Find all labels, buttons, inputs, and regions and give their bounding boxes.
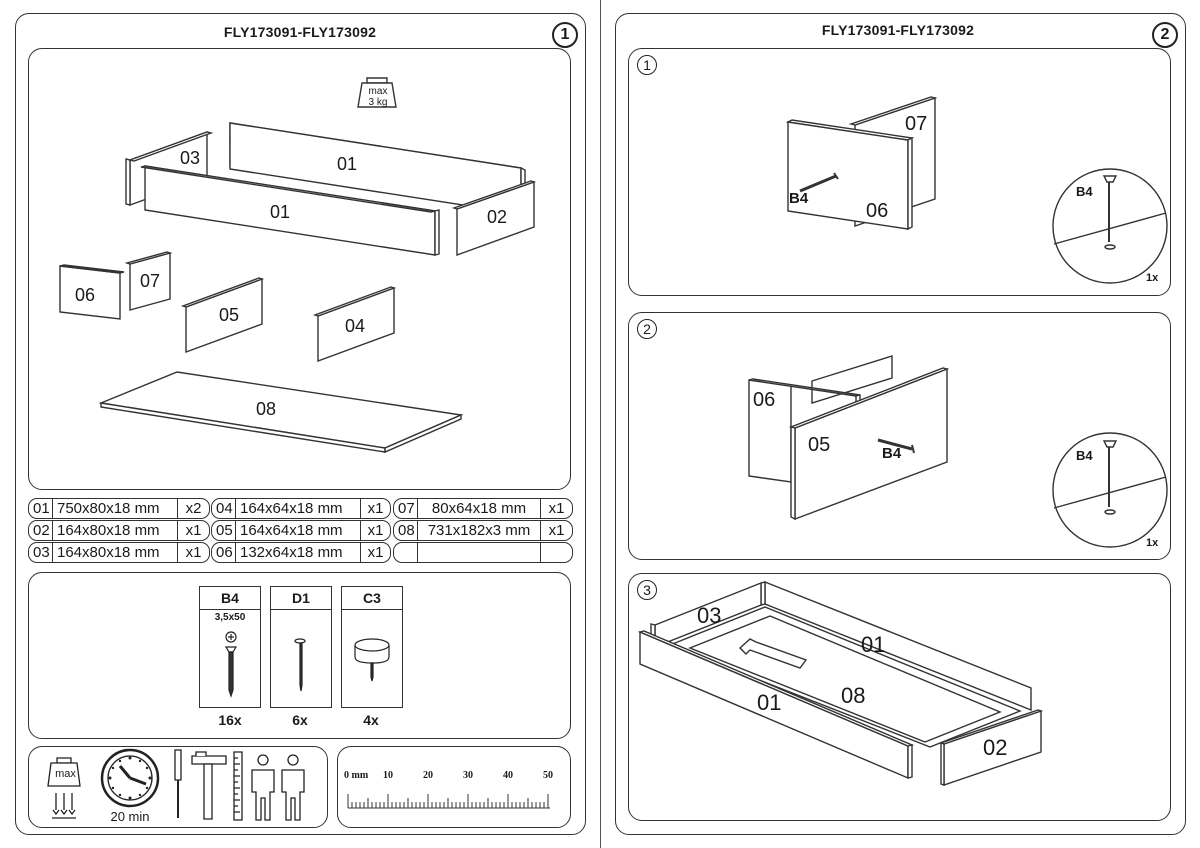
part-03-no: 03 bbox=[28, 542, 53, 563]
ruler-label-10: 10 bbox=[383, 770, 393, 781]
step-3-part-01-back: 01 bbox=[861, 632, 886, 657]
part-04-qty: x1 bbox=[360, 498, 391, 519]
part-05-no: 05 bbox=[211, 520, 236, 541]
part-04-dim: 164x64x18 mm bbox=[235, 498, 361, 519]
part-01-qty: x2 bbox=[177, 498, 210, 519]
hardware-c3: C3 bbox=[341, 586, 403, 708]
part-01-dim: 750x80x18 mm bbox=[52, 498, 178, 519]
right-page-title: FLY173091-FLY173092 bbox=[821, 22, 975, 38]
panel-label-08: 08 bbox=[256, 399, 277, 419]
part-02-dim: 164x80x18 mm bbox=[52, 520, 178, 541]
parts-overview-box bbox=[28, 48, 571, 490]
hardware-b4-code: B4 bbox=[200, 587, 260, 610]
page-divider bbox=[600, 0, 601, 848]
right-page bbox=[615, 13, 1186, 835]
ruler-label-40: 40 bbox=[503, 770, 513, 781]
left-page-title: FLY173091-FLY173092 bbox=[223, 24, 377, 40]
part-06-qty: x1 bbox=[360, 542, 391, 563]
panel-label-01-front: 01 bbox=[270, 202, 291, 222]
panel-label-06: 06 bbox=[75, 285, 96, 305]
hardware-d1: D1 bbox=[270, 586, 332, 708]
part-07-qty: x1 bbox=[540, 498, 573, 519]
ruler-label-0: 0 mm bbox=[344, 770, 369, 781]
step-1-detail-screw-label: B4 bbox=[1076, 184, 1093, 199]
tools-max-label: max bbox=[55, 768, 76, 780]
tools-time-label: 20 min bbox=[110, 809, 150, 824]
panel-label-07: 07 bbox=[140, 271, 161, 291]
part-02-no: 02 bbox=[28, 520, 53, 541]
screw-icon bbox=[224, 631, 238, 698]
max-weight-label: max 3 kg bbox=[368, 86, 388, 108]
part-06-no: 06 bbox=[211, 542, 236, 563]
step-1-screw-label: B4 bbox=[789, 190, 809, 207]
step-1-count: 1x bbox=[1146, 272, 1159, 284]
step-2-box bbox=[628, 312, 1171, 560]
right-page-number: 2 bbox=[1152, 22, 1178, 48]
hardware-d1-code: D1 bbox=[271, 587, 331, 610]
step-2-screw-label: B4 bbox=[882, 445, 902, 462]
step-3-number: 3 bbox=[637, 580, 657, 600]
panel-label-02: 02 bbox=[487, 207, 508, 227]
step-2-count: 1x bbox=[1146, 537, 1159, 549]
part-empty-no bbox=[393, 542, 418, 563]
left-page bbox=[15, 13, 586, 835]
part-05-qty: x1 bbox=[360, 520, 391, 541]
hardware-c3-code: C3 bbox=[342, 587, 402, 610]
step-2-part-06: 06 bbox=[753, 389, 776, 411]
part-01-no: 01 bbox=[28, 498, 53, 519]
part-06-dim: 132x64x18 mm bbox=[235, 542, 361, 563]
panel-label-05: 05 bbox=[219, 305, 240, 325]
left-page-number: 1 bbox=[552, 22, 578, 48]
part-08-dim: 731x182x3 mm bbox=[417, 520, 541, 541]
step-3-part-01-front: 01 bbox=[757, 690, 782, 715]
nail-icon bbox=[294, 638, 306, 692]
ruler-label-50: 50 bbox=[543, 770, 553, 781]
hardware-c3-qty: 4x bbox=[363, 712, 379, 728]
step-1-number: 1 bbox=[637, 55, 657, 75]
part-05-dim: 164x64x18 mm bbox=[235, 520, 361, 541]
step-3-part-03: 03 bbox=[697, 603, 722, 628]
step-2-part-05: 05 bbox=[808, 434, 831, 456]
part-07-dim: 80x64x18 mm bbox=[417, 498, 541, 519]
panel-label-04: 04 bbox=[345, 316, 366, 336]
panel-label-03: 03 bbox=[180, 148, 201, 168]
panel-label-01-back: 01 bbox=[337, 154, 358, 174]
step-2-detail-screw-label: B4 bbox=[1076, 448, 1093, 463]
tools-box bbox=[28, 746, 328, 828]
step-3-part-08: 08 bbox=[841, 683, 866, 708]
part-04-no: 04 bbox=[211, 498, 236, 519]
part-03-qty: x1 bbox=[177, 542, 210, 563]
ruler-box bbox=[337, 746, 571, 828]
step-1-part-07: 07 bbox=[905, 113, 928, 135]
part-02-qty: x1 bbox=[177, 520, 210, 541]
step-1-part-06: 06 bbox=[866, 200, 889, 222]
step-3-part-02: 02 bbox=[983, 735, 1008, 760]
part-empty-dim bbox=[417, 542, 541, 563]
ruler-label-30: 30 bbox=[463, 770, 473, 781]
part-08-qty: x1 bbox=[540, 520, 573, 541]
glide-icon bbox=[354, 638, 390, 682]
step-1-box bbox=[628, 48, 1171, 296]
hardware-b4-size: 3,5x50 bbox=[214, 612, 246, 623]
hardware-b4-qty: 16x bbox=[218, 712, 242, 728]
part-empty-qty bbox=[540, 542, 573, 563]
step-2-number: 2 bbox=[637, 319, 657, 339]
part-08-no: 08 bbox=[393, 520, 418, 541]
ruler-label-20: 20 bbox=[423, 770, 433, 781]
hardware-b4: B4 3,5x50 bbox=[199, 586, 261, 708]
part-07-no: 07 bbox=[393, 498, 418, 519]
hardware-d1-qty: 6x bbox=[292, 712, 308, 728]
part-03-dim: 164x80x18 mm bbox=[52, 542, 178, 563]
